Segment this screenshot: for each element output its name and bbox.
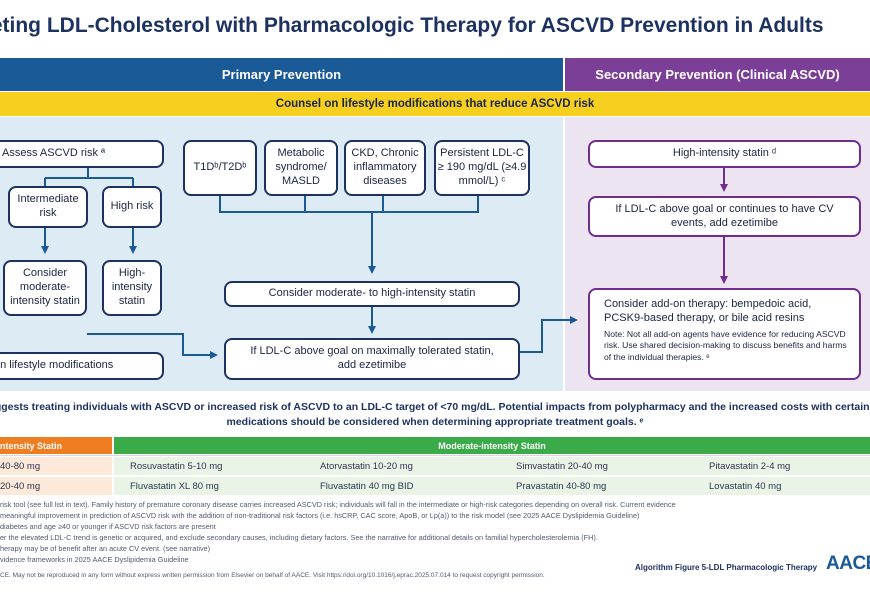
metabolic-syndrome-box: Metabolic syndrome/ MASLD [264,140,338,196]
lifestyle-modifications-box: on lifestyle modifications [0,352,164,380]
secondary-high-intensity-statin-box: High-intensity statin ᵈ [588,140,861,168]
moderate-high-statin-box: Consider moderate- to high-intensity sta… [224,281,520,307]
footnote-3: diabetes and age ≥40 or younger if ASCVD… [0,522,216,531]
footnote-1: risk tool (see full list in text). Famil… [0,500,676,509]
high-statin-cell: 40-80 mg [0,460,41,472]
addon-therapy-box: Consider add-on therapy: bempedoic acid,… [588,288,861,380]
secondary-ezetimibe-box: If LDL-C above goal or continues to have… [588,196,861,237]
high-risk-box: High risk [102,186,162,228]
goal-text-line-2: medications should be considered when de… [226,416,644,429]
arrow-to-addon [520,316,578,353]
moderate-statin-cell: Fluvastatin 40 mg BID [320,480,414,492]
moderate-statin-cell: Rosuvastatin 5-10 mg [130,460,223,472]
high-statin-row-1: 40-80 mg [0,457,112,475]
moderate-statin-row-1: Rosuvastatin 5-10 mg Atorvastatin 10-20 … [114,457,870,475]
footnote-4: er the elevated LDL-C trend is genetic o… [0,533,598,542]
moderate-statin-cell: Simvastatin 20-40 mg [516,460,608,472]
ldl-goal-statement: uggests treating individuals with ASCVD … [0,400,870,430]
high-intensity-statin-box: High-intensity statin [102,260,162,316]
moderate-statin-cell: Fluvastatin XL 80 mg [130,480,219,492]
high-statin-row-2: 20-40 mg [0,477,112,495]
ckd-inflammatory-box: CKD, Chronic inflammatory diseases [344,140,426,196]
primary-prevention-header: Primary Prevention [0,58,563,91]
arrow-to-ezetimibe [87,333,218,359]
moderate-intensity-statin-box: Consider moderate-intensity statin [3,260,87,316]
moderate-statin-cell: Pravastatin 40-80 mg [516,480,607,492]
goal-text-line-1: uggests treating individuals with ASCVD … [0,401,870,413]
copyright-notice: CE. May not be reproduced in any form wi… [0,572,545,579]
footnote-5: herapy may be of benefit after an acute … [0,544,211,553]
lifestyle-banner: Counsel on lifestyle modifications that … [0,92,870,116]
primary-ezetimibe-box: If LDL-C above goal on maximally tolerat… [224,338,520,380]
high-intensity-statin-header: ntensity Statin [0,437,112,454]
footnote-6: vidence frameworks in 2025 AACE Dyslipid… [0,555,189,564]
persistent-ldl-box: Persistent LDL-C ≥ 190 mg/dL (≥4.9 mmol/… [434,140,530,196]
table-divider [0,455,870,456]
assess-ascvd-risk-box: Assess ASCVD risk ª [0,140,164,168]
moderate-statin-cell: Atorvastatin 10-20 mg [320,460,413,472]
secondary-prevention-header: Secondary Prevention (Clinical ASCVD) [565,58,870,91]
aace-logo: AACE [826,553,870,574]
figure-label: Algorithm Figure 5-LDL Pharmacologic The… [635,563,818,572]
moderate-statin-cell: Pitavastatin 2-4 mg [709,460,791,472]
addon-therapy-title: Consider add-on therapy: bempedoic acid,… [604,298,812,325]
intermediate-risk-box: Intermediate risk [8,186,88,228]
footnote-2: meaningful improvement in prediction of … [0,511,640,520]
high-statin-cell: 20-40 mg [0,480,41,492]
addon-therapy-note: Note: Not all add-on agents have evidenc… [604,328,847,362]
t1d-t2d-box: T1Dᵇ/T2Dᵇ [183,140,257,196]
connector-conditions [219,196,479,213]
row-divider [0,475,870,477]
moderate-statin-row-2: Fluvastatin XL 80 mg Fluvastatin 40 mg B… [114,477,870,495]
moderate-statin-cell: Lovastatin 40 mg [709,480,782,492]
moderate-intensity-statin-header: Moderate-intensity Statin [114,437,870,454]
